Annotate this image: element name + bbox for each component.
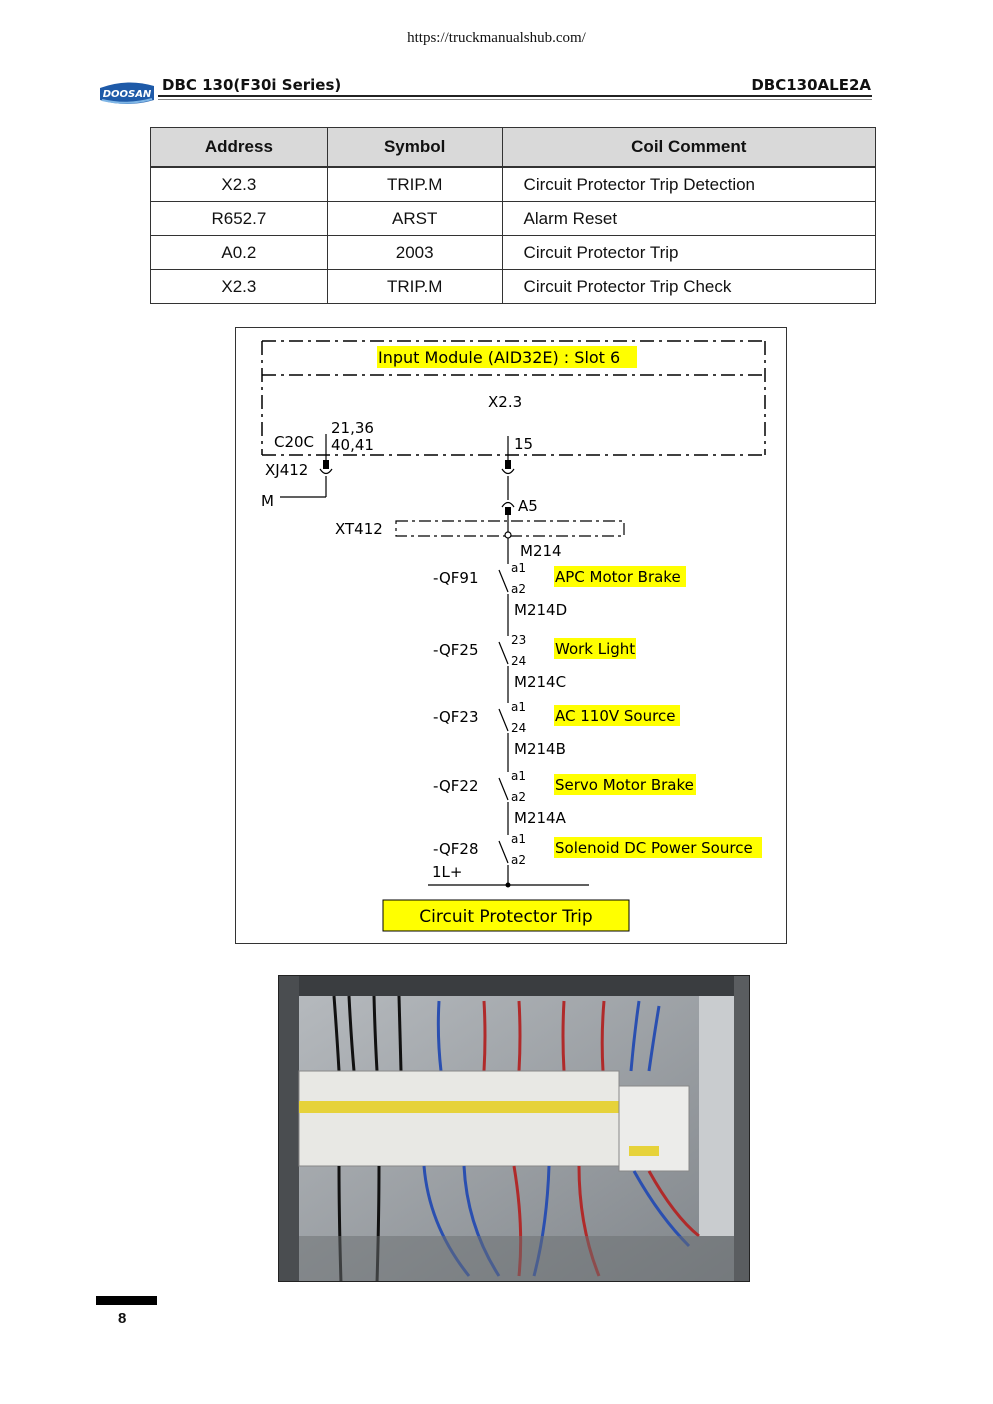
terminal-bottom: a2 [511, 582, 526, 596]
terminal-xt412-label: XT412 [335, 520, 383, 538]
terminal-xt412-node [504, 531, 512, 539]
table-row: X2.3 TRIP.M Circuit Protector Trip Detec… [150, 166, 877, 202]
breaker-name: -QF91 [433, 569, 478, 587]
electrical-panel-photo [278, 975, 750, 1282]
breaker-qf25: -QF25 23 24 Work Light M214C [433, 633, 636, 691]
terminal-top: a1 [511, 832, 526, 846]
comment-cell: Circuit Protector Trip Check [501, 269, 877, 304]
breaker-qf28: -QF28 a1 a2 Solenoid DC Power Source [433, 832, 762, 867]
symbol-cell: TRIP.M [326, 166, 503, 202]
header-rule-thin [158, 99, 872, 100]
column-header-address: Address [150, 127, 328, 168]
page-number: 8 [118, 1310, 127, 1327]
table-row: R652.7 ARST Alarm Reset [150, 201, 877, 236]
table-row: A0.2 2003 Circuit Protector Trip [150, 235, 877, 270]
breaker-label: APC Motor Brake [555, 568, 681, 586]
address-cell: X2.3 [150, 166, 328, 202]
wire-label: M214A [514, 809, 567, 827]
connector-15-pin [505, 460, 511, 469]
connector-xj412-pin [323, 460, 329, 469]
input-address: X2.3 [488, 393, 522, 411]
column-header-comment: Coil Comment [501, 127, 877, 168]
svg-text:DOOSAN: DOOSAN [103, 89, 152, 100]
connector-c20c-label: C20C [274, 433, 314, 451]
breaker-label: Work Light [555, 640, 635, 658]
doosan-logo: DOOSAN [100, 82, 154, 104]
terminal-top: a1 [511, 769, 526, 783]
breaker-name: -QF25 [433, 641, 478, 659]
breaker-name: -QF23 [433, 708, 478, 726]
breaker-label: Solenoid DC Power Source [555, 839, 753, 857]
module-boundary [261, 340, 766, 456]
table-row: X2.3 TRIP.M Circuit Protector Trip Check [150, 269, 877, 304]
terminal-top: a1 [511, 700, 526, 714]
terminal-top: 23 [511, 633, 526, 647]
header-rule [158, 95, 872, 97]
wire-label: M214D [514, 601, 567, 619]
pin-15-label: 15 [514, 435, 533, 453]
supply-label: 1L+ [432, 863, 462, 881]
connector-a5-label: A5 [518, 497, 538, 515]
connector-xj412-label: XJ412 [265, 461, 308, 479]
pins-label-top: 21,36 [331, 419, 374, 437]
ground-m-label: M [261, 492, 274, 510]
breaker-qf22: -QF22 a1 a2 Servo Motor Brake M214A [433, 769, 696, 827]
coil-table: Address Symbol Coil Comment X2.3 TRIP.M … [150, 127, 877, 304]
source-url[interactable]: https://truckmanualshub.com/ [407, 30, 586, 46]
breaker-label: Servo Motor Brake [555, 776, 694, 794]
table-header-row: Address Symbol Coil Comment [150, 127, 877, 168]
column-header-symbol: Symbol [326, 127, 503, 168]
module-title: Input Module (AID32E) : Slot 6 [378, 348, 620, 367]
symbol-cell: ARST [326, 201, 503, 236]
comment-cell: Circuit Protector Trip [501, 235, 877, 270]
breaker-name: -QF28 [433, 840, 478, 858]
symbol-cell: 2003 [326, 235, 503, 270]
terminal-bottom: a2 [511, 790, 526, 804]
address-cell: R652.7 [150, 201, 328, 236]
breaker-name: -QF22 [433, 777, 478, 795]
document-title: DBC 130(F30i Series) [162, 76, 342, 94]
caption-box [382, 899, 630, 932]
terminal-bottom: 24 [511, 654, 526, 668]
module-title-highlight [377, 346, 637, 368]
breaker-qf23: -QF23 a1 24 AC 110V Source M214B [433, 700, 680, 758]
supply-junction [505, 882, 511, 888]
comment-cell: Alarm Reset [501, 201, 877, 236]
wire-m214-label: M214 [520, 542, 562, 560]
terminal-top: a1 [511, 561, 526, 575]
breaker-label: AC 110V Source [555, 707, 675, 725]
wiring-diagram: Input Module (AID32E) : Slot 6 X2.3 21,3… [235, 327, 787, 944]
address-cell: A0.2 [150, 235, 328, 270]
breaker-qf91: -QF91 a1 a2 APC Motor Brake M214D [433, 561, 686, 619]
connector-a5-pin [505, 507, 511, 515]
terminal-bottom: a2 [511, 853, 526, 867]
footer-bar [96, 1296, 157, 1305]
terminal-bottom: 24 [511, 721, 526, 735]
diagram-caption: Circuit Protector Trip [419, 907, 592, 927]
comment-cell: Circuit Protector Trip Detection [501, 166, 877, 202]
wire-label: M214C [514, 673, 566, 691]
document-code: DBC130ALE2A [751, 76, 871, 94]
wire-label: M214B [514, 740, 566, 758]
address-cell: X2.3 [150, 269, 328, 304]
pins-label-bottom: 40,41 [331, 436, 374, 454]
symbol-cell: TRIP.M [326, 269, 503, 304]
